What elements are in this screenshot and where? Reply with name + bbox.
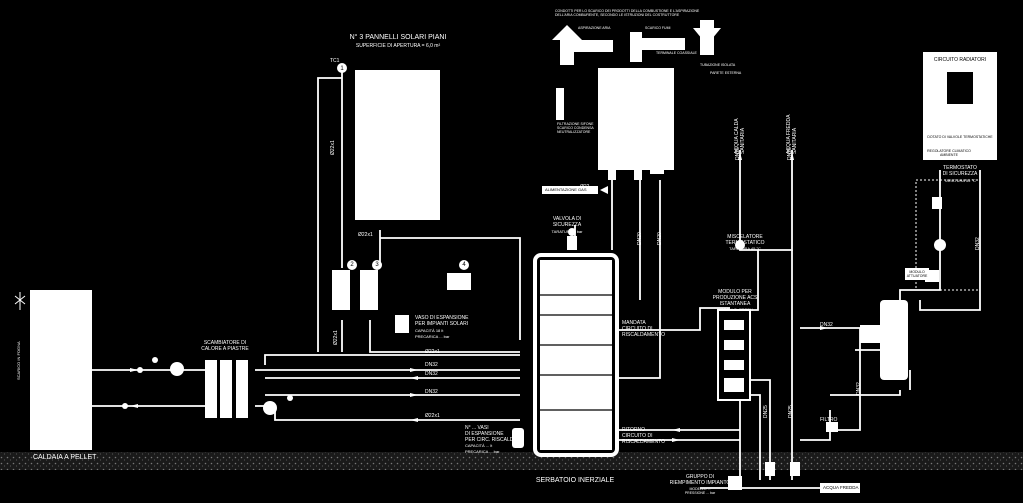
mixer-label: MISCELATORE TERMOSTATICO	[725, 234, 765, 246]
pipe-size-label: Ø22x1	[333, 330, 339, 345]
actuator-module-label: MODULO ATTUATORE	[906, 270, 928, 278]
wall-label: PARETE ESTERNA	[710, 71, 742, 75]
callout-number: 2	[350, 262, 354, 268]
pipe-size-label: DN25	[763, 405, 769, 418]
expansion-vessel	[512, 428, 524, 448]
heating-vessel-label: N° ... VASI DI ESPANSIONE PER CIRC. RISC…	[465, 425, 515, 443]
callout-number: 3	[375, 262, 379, 268]
radiator-circuit-sub: DOTATO DI VALVOLE TERMOSTATICHE	[927, 135, 993, 139]
pellet-boiler	[30, 290, 92, 450]
solar-expansion-sub: CAPACITÀ 18 lt PRECARICA ... bar	[415, 328, 450, 339]
solar-panel	[355, 70, 440, 220]
radiator-icon	[947, 72, 973, 104]
pipe-size-label: DN25	[735, 147, 741, 160]
cold-water-inlet-tag	[820, 483, 860, 493]
mixer-valve	[735, 240, 745, 250]
acs-module-internals	[724, 320, 744, 392]
acs-module-label: MODULO PER PRODUZIONE ACS ISTANTANEA	[712, 289, 758, 307]
safety-valve	[567, 228, 577, 250]
pipe-size-label: DN32	[856, 382, 862, 395]
acs-module-sub: MODELLO: FRESH	[717, 307, 753, 312]
svg-text:1: 1	[340, 66, 344, 72]
insulated-pipe-label: TUBAZIONE ISOLATA	[700, 63, 736, 67]
chimney-icon	[14, 292, 26, 310]
filter-label: FILTRO	[820, 417, 838, 423]
controller-callout	[459, 260, 469, 270]
pipe-size-label: Ø22	[580, 184, 590, 190]
gas-tag-label: ALIMENTAZIONE GAS	[545, 187, 587, 192]
pipe-size-label: DN32	[820, 322, 833, 328]
pipe-size-label: DN32	[425, 362, 438, 368]
pipe-size-label: DN25	[788, 405, 794, 418]
mandata-label: MANDATA CIRCUITO DI RISCALDAMENTO	[622, 320, 665, 338]
pipe-size-label: DN32	[425, 389, 438, 395]
flow-arrows	[130, 152, 828, 442]
condensate-note: FILTRAZIONE SIFONE SCARICO CONDENSA NEUT…	[557, 122, 594, 134]
ritorno-label: RITORNO CIRCUITO DI RISCALDAMENTO	[622, 427, 665, 445]
tc-label: TC1	[330, 58, 340, 64]
filter-icon	[826, 422, 838, 432]
tank-inner-lines	[540, 294, 612, 411]
radiator-circuit-box	[923, 52, 997, 160]
gas-tag	[542, 186, 598, 194]
pipe-network	[92, 68, 981, 489]
pellet-boiler-label: CALDAIA A PELLET	[33, 454, 97, 461]
safety-valve-sub: TARATURA 3 bar	[551, 229, 583, 234]
climate-controller-label: REGOLATORE CLIMATICO AMBIENTE	[927, 149, 971, 157]
modulo-attuatore-tag	[905, 268, 929, 280]
tank-ground-label: SERBATOIO INERZIALE	[535, 477, 615, 484]
flue-outlet-label: SCARICO FUMI	[645, 26, 671, 30]
flue-note: CONDOTTI PER LO SCARICO DEI PRODOTTI DEL…	[555, 9, 700, 17]
panel-header-marker: 1	[337, 63, 347, 73]
safety-thermostat-label: TERMOSTATO DI SICUREZZA	[942, 165, 978, 177]
pipe-size-label: DN20	[637, 232, 643, 245]
heat-exchanger-label: SCAMBIATORE DI CALORE A PIASTRE	[201, 340, 249, 352]
valve-icons	[122, 357, 293, 409]
heating-vessel-sub: CAPACITÀ ... lt PRECARICA ... bar	[465, 443, 500, 454]
plate-heat-exchanger	[205, 360, 248, 418]
filling-group-label: GRUPPO DI RIEMPIMENTO IMPIANTO	[669, 474, 731, 486]
pump-icon	[170, 362, 277, 415]
solar-controller	[447, 273, 471, 290]
pipe-size-label: Ø22x1	[358, 232, 373, 238]
mixer-sub: TARATURA 45 °C	[729, 246, 761, 251]
panels-subtitle: SUPERFICIE DI APERTURA = 6,0 m²	[355, 43, 441, 49]
radiator-controls-outline	[915, 179, 981, 291]
panels-title: N° 3 PANNELLI SOLARI PIANI	[349, 34, 447, 41]
pipe-size-label: Ø22x1	[425, 349, 440, 355]
condensing-boiler	[598, 68, 674, 170]
solar-expansion-label: VASO DI ESPANSIONE PER IMPIANTI SOLARI	[415, 315, 469, 327]
ground-strip	[0, 452, 1023, 470]
filling-group	[728, 462, 800, 490]
solar-pump-station	[332, 260, 409, 333]
radiator-circuit-label: CIRCUITO RADIATORI	[933, 57, 987, 63]
regolatore-tag	[925, 149, 973, 158]
pipe-size-label: Ø22x1	[425, 413, 440, 419]
flue-ducts	[552, 20, 721, 120]
boiler-fittings	[608, 160, 664, 180]
safety-thermostat-sub: TARATURA 55 °C	[944, 178, 976, 183]
pipe-size-label: DN20	[657, 232, 663, 245]
coaxial-label: TERMINALE COASSIALE	[656, 51, 697, 55]
discharge-label: SCARICO IN FOGNA	[16, 341, 21, 380]
safety-valve-label: VALVOLA DI SICUREZZA	[552, 216, 582, 228]
pipe-size-label: Ø22x1	[330, 140, 336, 155]
filling-group-sub: MODELLO ... PRESSIONE ... bar	[684, 487, 716, 495]
pipe-size-label: DN32	[425, 371, 438, 377]
cold-water-inlet-label: ACQUA FREDDA	[823, 485, 859, 490]
pipe-size-label: DN25	[787, 147, 793, 160]
callout-number: 4	[462, 262, 466, 268]
intake-label: ASPIRAZIONE ARIA	[578, 26, 611, 30]
pipe-size-label: DN32	[975, 237, 981, 250]
